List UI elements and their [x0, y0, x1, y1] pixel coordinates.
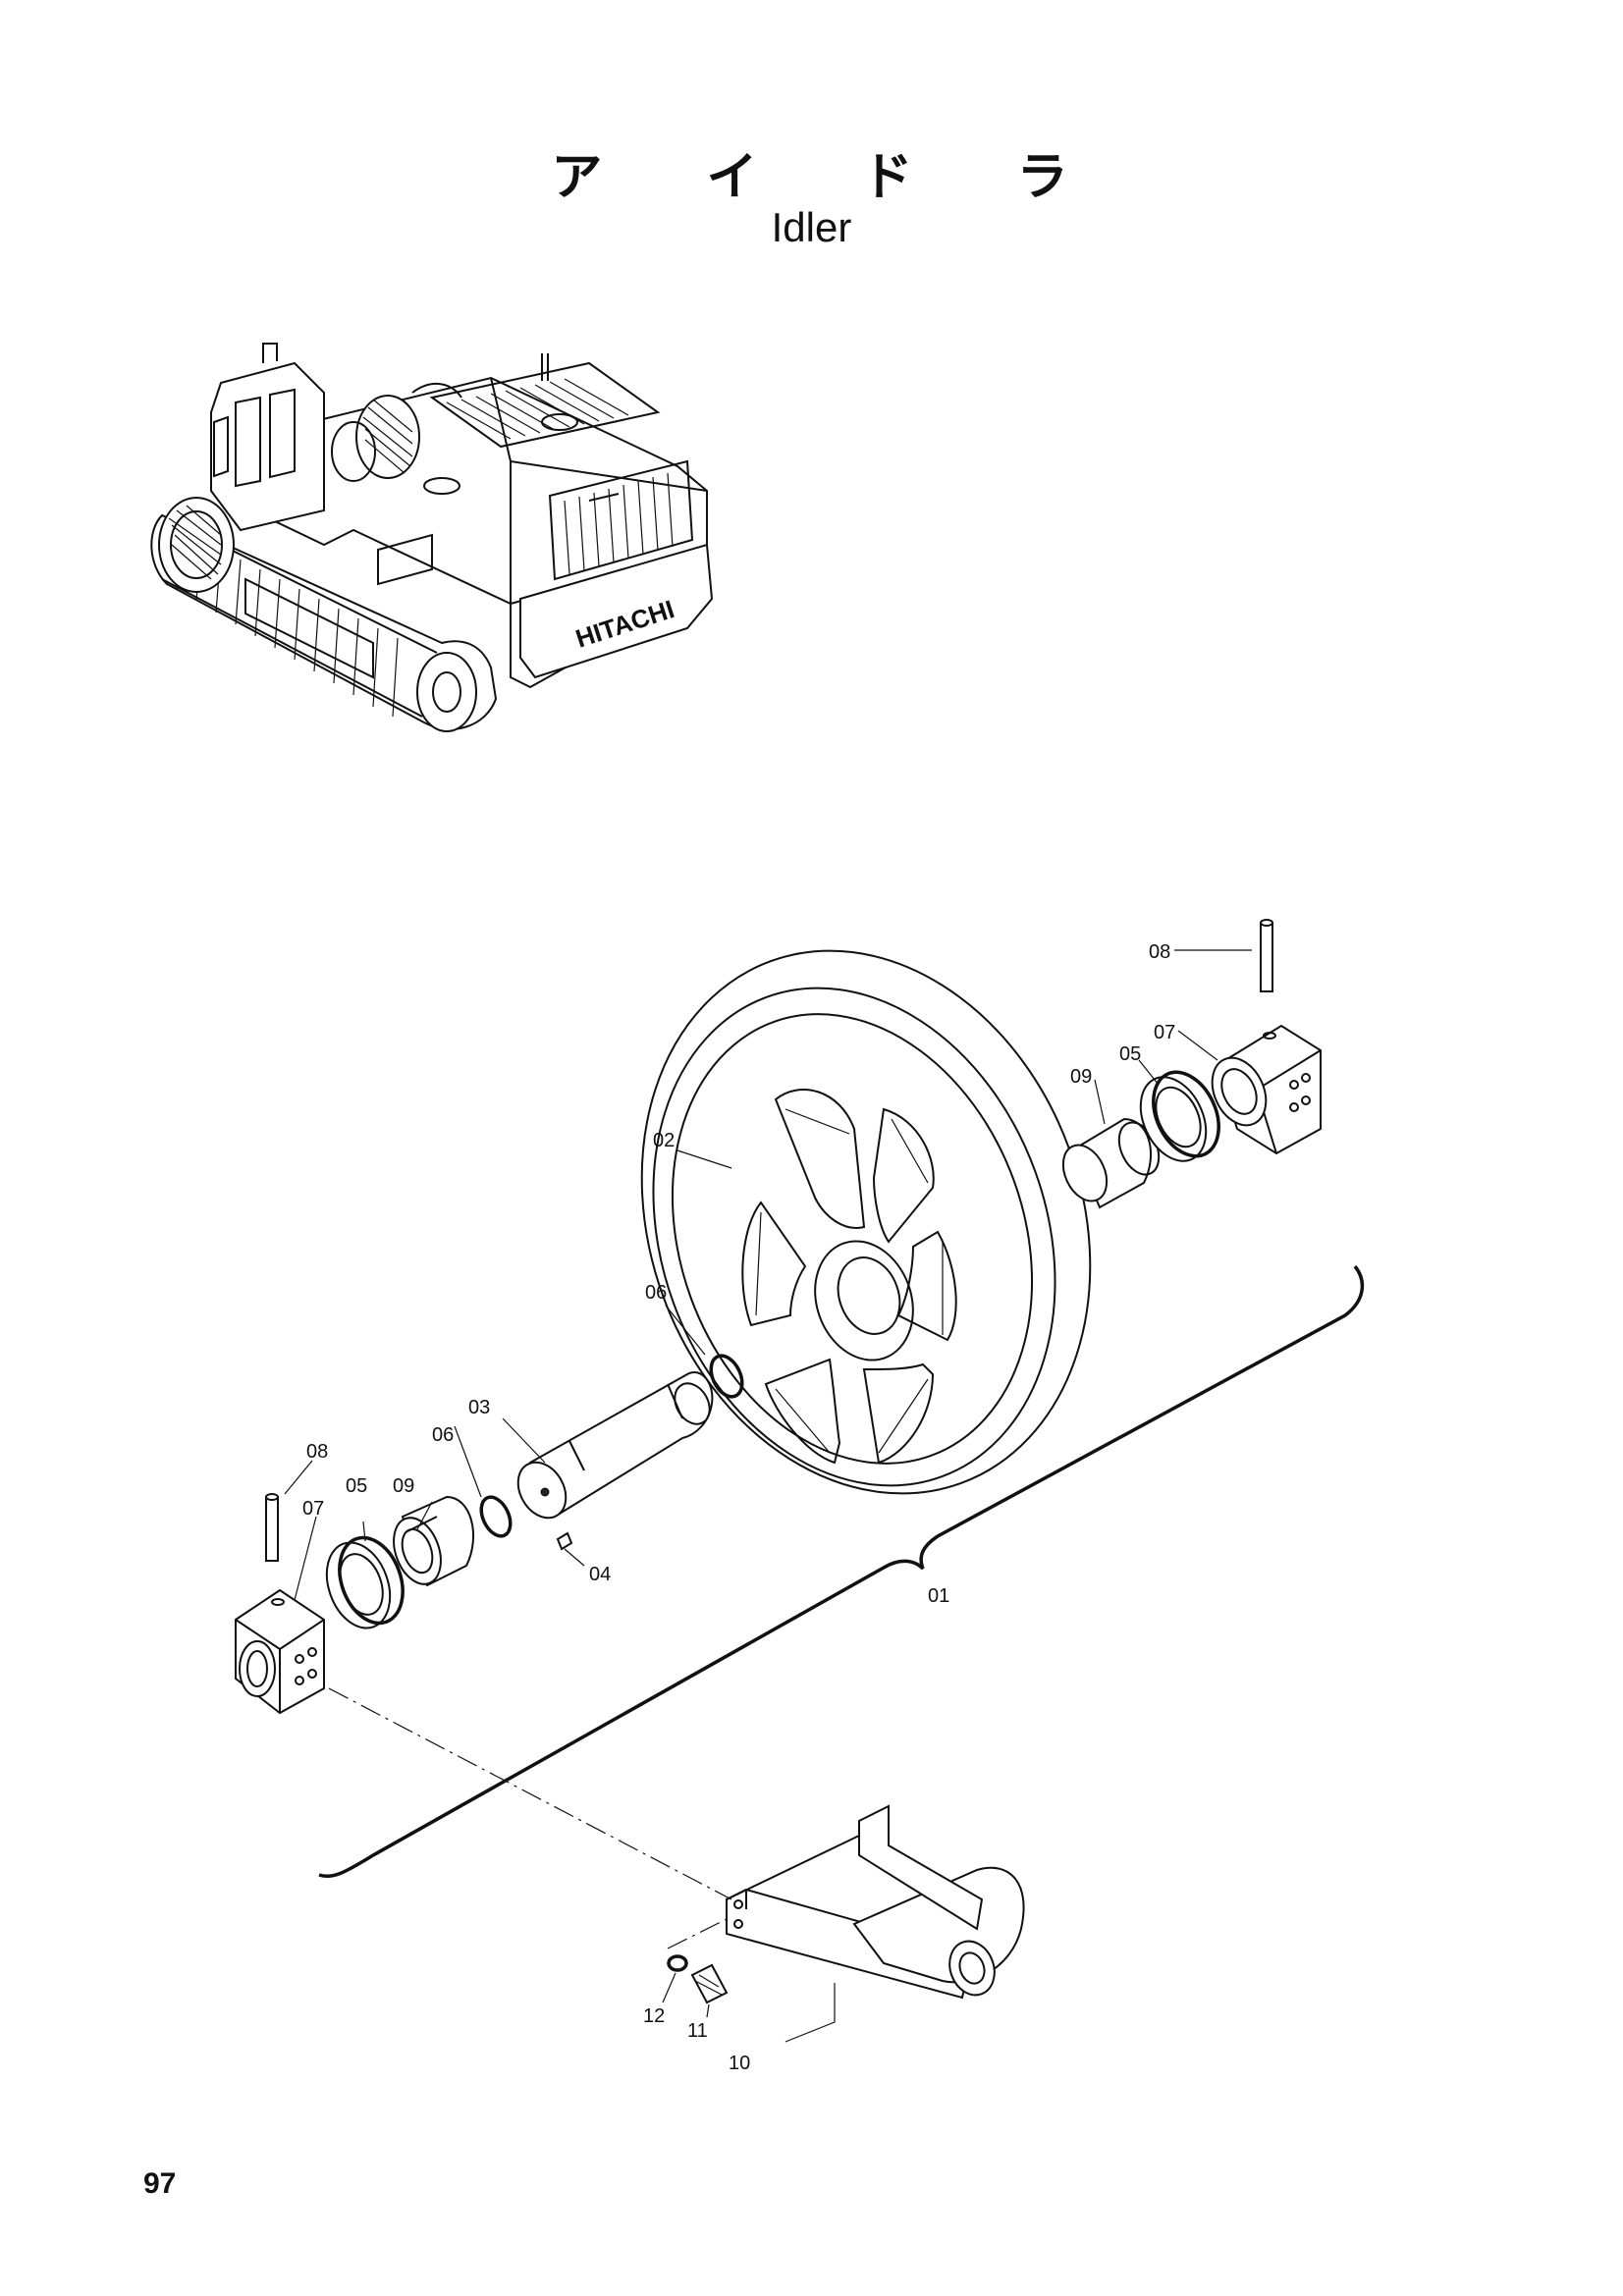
page-title-japanese: ア イ ド ラ: [551, 148, 1111, 207]
idler-shaft: [516, 1371, 714, 1520]
bolt: [690, 1963, 729, 2004]
plug: [556, 1531, 573, 1551]
label-09-left: 09: [393, 1475, 414, 1497]
label-04: 04: [589, 1564, 611, 1585]
label-07-left: 07: [302, 1498, 324, 1520]
label-06-left: 06: [432, 1424, 454, 1446]
collar-left: [393, 1495, 475, 1587]
label-01: 01: [928, 1585, 949, 1607]
leader-lines: [284, 949, 1365, 2043]
floating-seal-left: [325, 1535, 405, 1629]
page-number: 97: [143, 2167, 177, 2200]
label-08-left: 08: [306, 1441, 328, 1463]
washer: [667, 1954, 688, 1972]
o-ring-right: [709, 1354, 744, 1399]
label-11: 11: [687, 2020, 708, 2042]
label-02: 02: [653, 1130, 675, 1151]
label-03: 03: [468, 1397, 490, 1418]
label-09-right: 09: [1070, 1066, 1092, 1088]
label-07-right: 07: [1154, 1022, 1175, 1043]
bearing-block-right: [1211, 1024, 1322, 1155]
pin-left: [265, 1493, 279, 1562]
label-12: 12: [643, 2005, 665, 2027]
o-ring-left: [479, 1495, 513, 1538]
collar-right: [1061, 1117, 1161, 1209]
label-10: 10: [729, 2053, 750, 2074]
bearing-block-left: [235, 1588, 325, 1715]
part-labels: 02 06 03 06 04 01 08 05 09 07 08 07 05 0…: [302, 941, 1175, 2074]
idler-wheel: [640, 949, 1092, 1495]
label-05-left: 05: [346, 1475, 367, 1497]
label-05-right: 05: [1119, 1043, 1141, 1065]
page-title-english: Idler: [771, 204, 852, 250]
pin-right: [1260, 919, 1273, 992]
excavator-illustration: HITACHI: [150, 343, 714, 732]
idler-yoke: [726, 1804, 1025, 2000]
label-08-right: 08: [1149, 941, 1170, 963]
floating-seal-right: [1139, 1070, 1220, 1162]
label-06-right: 06: [645, 1282, 667, 1304]
